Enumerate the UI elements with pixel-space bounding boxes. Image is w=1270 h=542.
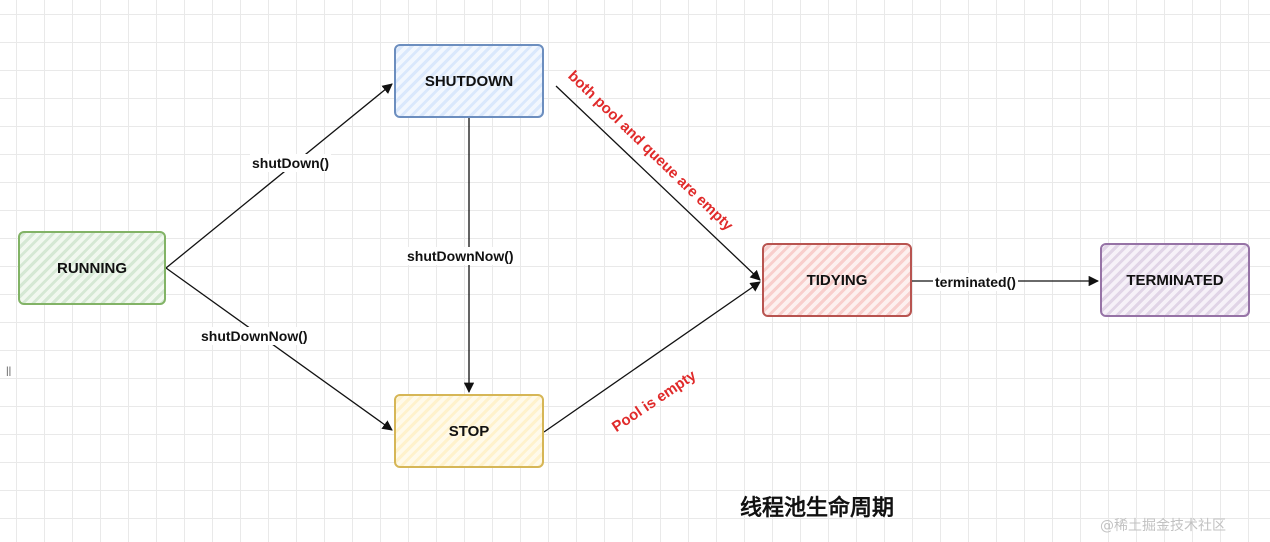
label-tidying-to-terminated: terminated() [933, 273, 1018, 291]
state-tidying[interactable]: TIDYING [762, 243, 912, 317]
state-stop[interactable]: STOP [394, 394, 544, 468]
state-shutdown[interactable]: SHUTDOWN [394, 44, 544, 118]
arrow-shutdown-to-tidying [555, 85, 761, 281]
arrow-running-to-shutdown [165, 83, 393, 269]
diagram-title: 线程池生命周期 [740, 496, 895, 521]
arrow-stop-to-tidying [543, 281, 761, 433]
edge-resize-marker: || [6, 366, 12, 377]
state-running[interactable]: RUNNING [18, 231, 166, 305]
state-running-label: RUNNING [57, 259, 127, 277]
arrow-running-to-stop [165, 267, 393, 431]
state-terminated[interactable]: TERMINATED [1100, 243, 1250, 317]
state-stop-label: STOP [448, 422, 490, 440]
watermark: @稀土掘金技术社区 [1100, 518, 1226, 534]
state-shutdown-label: SHUTDOWN [424, 72, 514, 90]
label-shutdown-to-stop: shutDownNow() [405, 247, 516, 265]
label-running-to-stop: shutDownNow() [199, 327, 310, 345]
state-tidying-label: TIDYING [806, 271, 868, 289]
state-terminated-label: TERMINATED [1126, 271, 1224, 289]
label-running-to-shutdown: shutDown() [250, 154, 331, 172]
